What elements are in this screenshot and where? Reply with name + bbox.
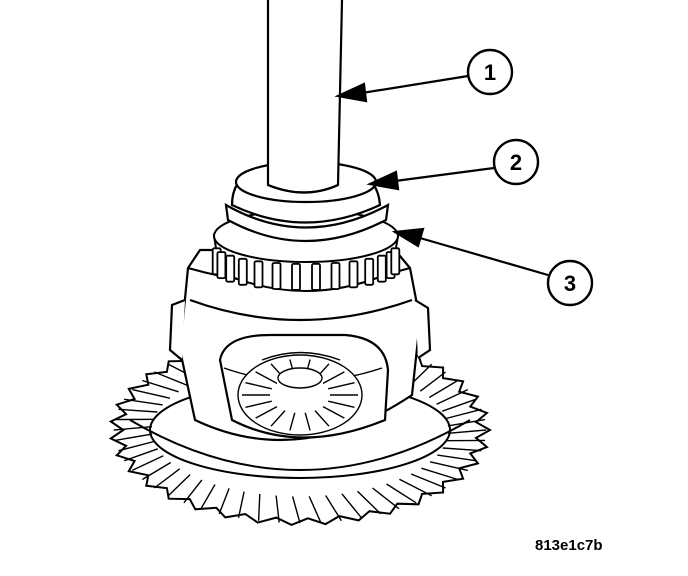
ring-gear-tooth <box>118 440 155 452</box>
bearing-roller <box>330 262 341 290</box>
side-gear-tooth <box>270 410 286 427</box>
ring-gear-tooth <box>275 495 280 523</box>
bearing-roller <box>253 260 264 289</box>
side-gear-tooth <box>322 371 345 385</box>
ring-gear-tooth <box>357 490 382 515</box>
ring-gear-tooth <box>118 408 158 413</box>
bearing-roller <box>311 262 321 291</box>
ring-gear-tooth <box>445 408 482 420</box>
side-gear-tooth <box>255 405 278 419</box>
side-gear-teeth <box>242 359 358 431</box>
side-gear-tooth <box>289 412 296 431</box>
ring-gear-tooth <box>200 484 216 510</box>
ring-gear-tooth <box>237 491 245 519</box>
ring-gear-tooth <box>386 483 417 504</box>
ring-gear-tooth <box>124 398 163 406</box>
ring-gear-tooth <box>419 371 447 392</box>
ring-gear-tooth <box>154 371 190 387</box>
differential-side-gears <box>237 351 363 436</box>
side-gear-tooth <box>314 410 330 427</box>
callout-leaders <box>334 74 549 277</box>
ring-gear-tooth <box>131 455 164 472</box>
ring-gear-tooth <box>447 429 487 434</box>
tool-shaft <box>266 0 344 194</box>
ring-gear-tooth <box>421 467 458 481</box>
ring-gear-tooth <box>437 454 476 462</box>
ring-gear-tooth <box>410 473 446 489</box>
ring-gear-tooth <box>399 478 433 497</box>
side-gear-tooth <box>328 382 355 390</box>
bearing-roller <box>237 257 248 286</box>
figure-code: 813e1c7b <box>535 537 603 554</box>
bearing-roller <box>216 251 227 280</box>
ring-gear-tooth <box>183 479 203 504</box>
callout-1-label: 1 <box>484 60 496 85</box>
ring-gear-tooth <box>141 461 172 481</box>
side-gear-tooth <box>322 405 345 419</box>
callout-1: 1 <box>466 48 514 96</box>
ring-gear-tooth <box>341 493 363 519</box>
side-gear-tooth <box>245 382 272 390</box>
callout-3-label: 3 <box>564 271 576 296</box>
ring-gear-tooth <box>142 379 179 393</box>
side-gear-tooth <box>255 371 278 385</box>
ring-gear-tooth <box>257 493 261 521</box>
ring-gear-tooth <box>436 388 469 405</box>
ring-gear-tooth <box>167 474 191 497</box>
bearing-roller <box>390 247 401 276</box>
bearing-rollers <box>211 247 401 291</box>
bearing-roller <box>364 257 375 286</box>
side-gear-tooth <box>304 412 311 431</box>
ring-gear-tooth <box>113 426 153 431</box>
ring-gear-tooth <box>442 447 482 452</box>
ring-gear-tooth <box>429 461 468 472</box>
ring-gear-tooth <box>308 496 322 523</box>
ring-gear-tooth <box>132 388 171 399</box>
ring-gear-tooth <box>123 448 159 462</box>
bearing-roller <box>376 254 387 283</box>
ring-gear-tooth <box>291 496 301 524</box>
bearing-roller <box>225 254 236 283</box>
ring-gear-tooth <box>325 495 342 522</box>
callout-3: 3 <box>546 259 594 307</box>
ring-gear-tooth <box>428 379 459 399</box>
bearing-roller <box>291 262 301 291</box>
ring-gear-tooth <box>441 398 477 412</box>
bearing-roller <box>271 262 282 290</box>
ring-gear-tooth <box>372 487 400 510</box>
ring-gear-tooth <box>218 488 230 515</box>
side-gear-tooth <box>245 400 272 408</box>
bearing-roller <box>348 260 359 289</box>
ring-gear-tooth <box>153 468 181 489</box>
callout-2: 2 <box>492 138 540 186</box>
ring-gear-tooth <box>114 433 153 442</box>
callout-2-label: 2 <box>510 150 522 175</box>
side-gear-tooth <box>328 400 355 408</box>
